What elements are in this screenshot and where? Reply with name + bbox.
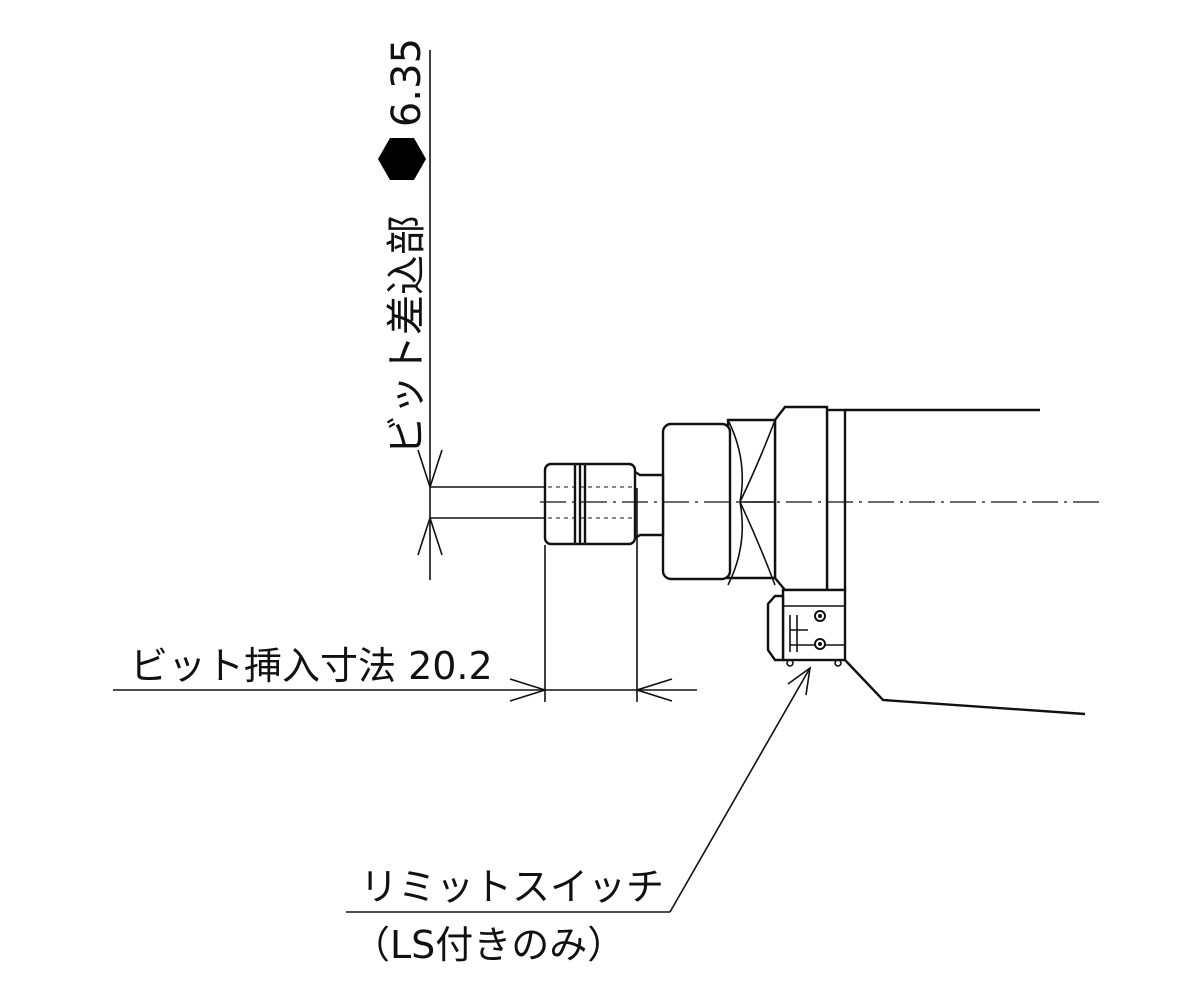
nut-body xyxy=(773,405,829,592)
limit-switch xyxy=(766,588,847,667)
limit-switch-lever xyxy=(766,594,785,662)
housing-bottom-edge xyxy=(844,659,1086,716)
hex-size-value: 6.35 xyxy=(384,38,430,127)
leader-line xyxy=(669,667,811,913)
insert-dimension: ビット挿入寸法 20.2 xyxy=(113,488,697,702)
hex-dimension: 6.35 ビット差込部 xyxy=(378,38,545,580)
bit-socket-label: ビット差込部 xyxy=(384,215,430,455)
limit-switch-note: （LS付きのみ） xyxy=(352,923,625,967)
insert-arrow-right xyxy=(634,678,673,702)
bit-sleeve xyxy=(543,462,637,546)
pivot-right xyxy=(834,659,842,667)
hex-arrow-top xyxy=(417,449,443,490)
hexagon-icon xyxy=(378,138,426,180)
insert-arrow-left xyxy=(509,678,548,702)
nut-front xyxy=(726,418,777,580)
limit-switch-leader: リミットスイッチ （LS付きのみ） xyxy=(346,666,812,967)
screw-bottom-center xyxy=(818,642,822,646)
limit-switch-label: リミットスイッチ xyxy=(360,865,664,909)
housing-flange xyxy=(825,408,847,592)
hex-arrow-bottom xyxy=(417,515,443,556)
limit-switch-housing xyxy=(781,588,847,662)
leader-arrow xyxy=(787,666,812,696)
screw-top-center xyxy=(818,614,822,618)
tool-body xyxy=(543,405,1086,716)
bit-insert-label: ビット挿入寸法 20.2 xyxy=(130,644,493,688)
pivot-left xyxy=(786,659,794,667)
